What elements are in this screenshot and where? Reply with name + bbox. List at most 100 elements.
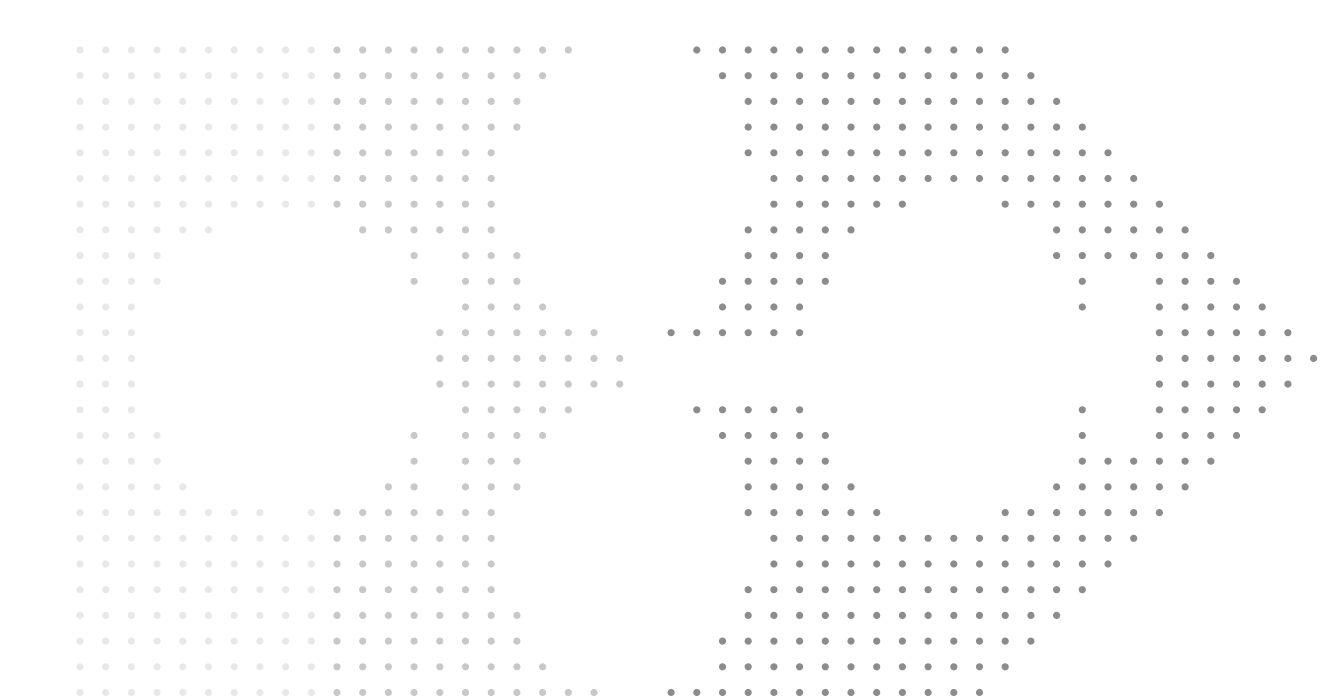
- matrix-dot: [153, 46, 161, 54]
- matrix-dot: [1104, 534, 1112, 542]
- matrix-dot: [1104, 560, 1112, 568]
- matrix-dot: [744, 406, 752, 414]
- matrix-dot: [204, 560, 213, 568]
- matrix-dot: [256, 123, 264, 131]
- matrix-dot: [1078, 252, 1086, 260]
- matrix-dot: [898, 123, 907, 131]
- matrix-dot: [796, 123, 804, 131]
- matrix-dot: [1207, 431, 1215, 440]
- matrix-dot: [307, 123, 315, 131]
- matrix-dot: [1155, 380, 1163, 388]
- matrix-dot: [821, 688, 829, 697]
- matrix-dot: [1104, 226, 1112, 234]
- matrix-dot: [950, 46, 958, 54]
- matrix-dot: [487, 508, 495, 517]
- matrix-dot: [333, 534, 341, 542]
- matrix-dot: [1181, 457, 1189, 465]
- matrix-dot: [1078, 123, 1086, 131]
- matrix-dot: [1053, 560, 1061, 568]
- matrix-dot: [102, 329, 110, 337]
- matrix-dot: [873, 200, 881, 208]
- matrix-dot: [102, 303, 110, 311]
- matrix-dot: [384, 174, 392, 183]
- matrix-dot: [127, 149, 135, 157]
- matrix-dot: [1027, 200, 1035, 208]
- matrix-dot: [847, 508, 855, 517]
- matrix-dot: [770, 329, 778, 337]
- matrix-dot: [153, 200, 161, 208]
- matrix-dot: [1258, 303, 1266, 311]
- matrix-dot: [1078, 457, 1086, 465]
- matrix-dot: [410, 46, 418, 54]
- matrix-dot: [539, 688, 547, 697]
- matrix-dot: [384, 483, 392, 491]
- matrix-dot: [1078, 560, 1086, 568]
- matrix-dot: [821, 277, 829, 285]
- matrix-dot: [256, 534, 264, 542]
- matrix-dot: [1181, 380, 1189, 388]
- matrix-dot: [770, 534, 778, 542]
- matrix-dot: [873, 663, 881, 671]
- matrix-dot: [718, 303, 727, 311]
- matrix-dot: [461, 611, 470, 620]
- matrix-dot: [102, 252, 110, 260]
- matrix-dot: [744, 46, 752, 54]
- matrix-dot: [179, 534, 187, 542]
- matrix-dot: [1001, 534, 1009, 542]
- matrix-dot: [744, 483, 752, 491]
- matrix-dot: [461, 303, 470, 311]
- matrix-dot: [744, 663, 752, 671]
- matrix-dot: [333, 123, 341, 131]
- matrix-dot: [821, 252, 829, 260]
- matrix-dot: [359, 200, 367, 208]
- matrix-dot: [975, 611, 984, 620]
- matrix-dot: [796, 663, 804, 671]
- matrix-dot: [1207, 252, 1215, 260]
- matrix-dot: [410, 174, 418, 183]
- matrix-dot: [384, 663, 392, 671]
- matrix-dot: [256, 586, 264, 594]
- matrix-dot: [384, 534, 392, 542]
- matrix-dot: [1053, 123, 1061, 131]
- matrix-dot: [461, 406, 470, 414]
- matrix-dot: [230, 688, 238, 697]
- matrix-dot: [282, 174, 290, 183]
- matrix-dot: [924, 560, 932, 568]
- matrix-dot: [975, 663, 984, 671]
- matrix-dot: [1001, 123, 1009, 131]
- matrix-dot: [770, 483, 778, 491]
- matrix-dot: [1053, 252, 1061, 260]
- matrix-dot: [487, 174, 495, 183]
- matrix-dot: [1027, 586, 1035, 594]
- matrix-dot: [1078, 277, 1086, 285]
- matrix-dot: [384, 688, 392, 697]
- matrix-dot: [513, 637, 521, 645]
- matrix-dot: [744, 149, 752, 157]
- matrix-dot: [796, 329, 804, 337]
- matrix-dot: [513, 457, 521, 465]
- matrix-dot: [1181, 431, 1189, 440]
- matrix-dot: [513, 483, 521, 491]
- matrix-dot: [359, 72, 367, 80]
- matrix-dot: [1258, 354, 1266, 362]
- matrix-dot: [847, 174, 855, 183]
- matrix-dot: [590, 380, 598, 388]
- matrix-dot: [230, 663, 238, 671]
- matrix-dot: [539, 303, 547, 311]
- matrix-dot: [307, 174, 315, 183]
- matrix-dot: [821, 97, 829, 105]
- matrix-dot: [924, 611, 932, 620]
- matrix-dot: [1232, 380, 1241, 388]
- matrix-dot: [436, 586, 444, 594]
- matrix-dot: [127, 586, 135, 594]
- matrix-dot: [950, 534, 958, 542]
- matrix-dot: [1232, 354, 1241, 362]
- matrix-dot: [796, 303, 804, 311]
- matrix-dot: [950, 560, 958, 568]
- matrix-dot: [1027, 508, 1035, 517]
- matrix-dot: [256, 200, 264, 208]
- matrix-dot: [1001, 611, 1009, 620]
- matrix-dot: [796, 252, 804, 260]
- matrix-dot: [1053, 611, 1061, 620]
- matrix-dot: [436, 72, 444, 80]
